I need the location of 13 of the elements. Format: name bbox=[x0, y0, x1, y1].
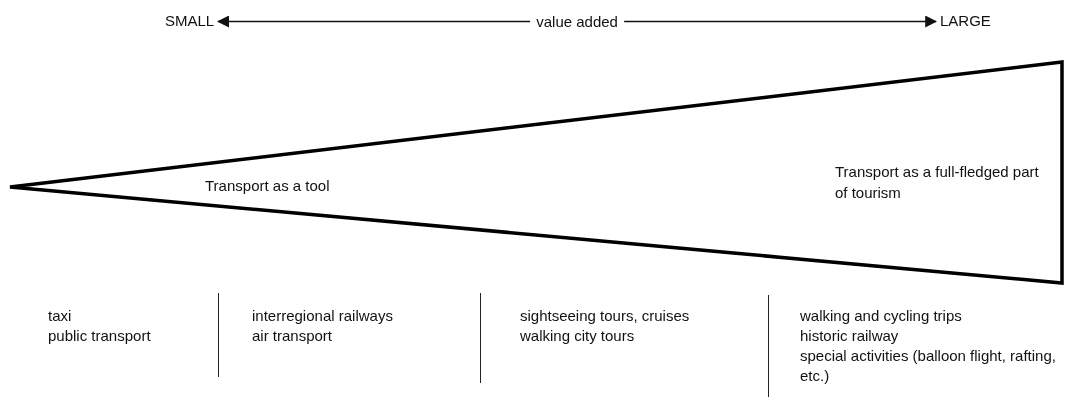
wedge-text: Transport as a full-fledged part of tourism bbox=[835, 162, 1040, 203]
scale-end-label: LARGE bbox=[940, 12, 991, 29]
scale-end-label: SMALL bbox=[165, 12, 215, 29]
example-text: walking and cycling trips bbox=[800, 306, 963, 326]
example-text: public transport bbox=[48, 326, 152, 346]
example-text: historic railway bbox=[800, 326, 900, 346]
example-text: interregional railways bbox=[252, 306, 394, 326]
wedge-text: Transport as a tool bbox=[205, 176, 331, 196]
example-text: walking city tours bbox=[520, 326, 636, 346]
example-text: sightseeing tours, cruises bbox=[520, 306, 691, 326]
example-text: taxi bbox=[48, 306, 73, 326]
example-text: special activities (balloon flight, rafting, etc.) bbox=[800, 346, 1057, 386]
example-text: air transport bbox=[252, 326, 334, 346]
